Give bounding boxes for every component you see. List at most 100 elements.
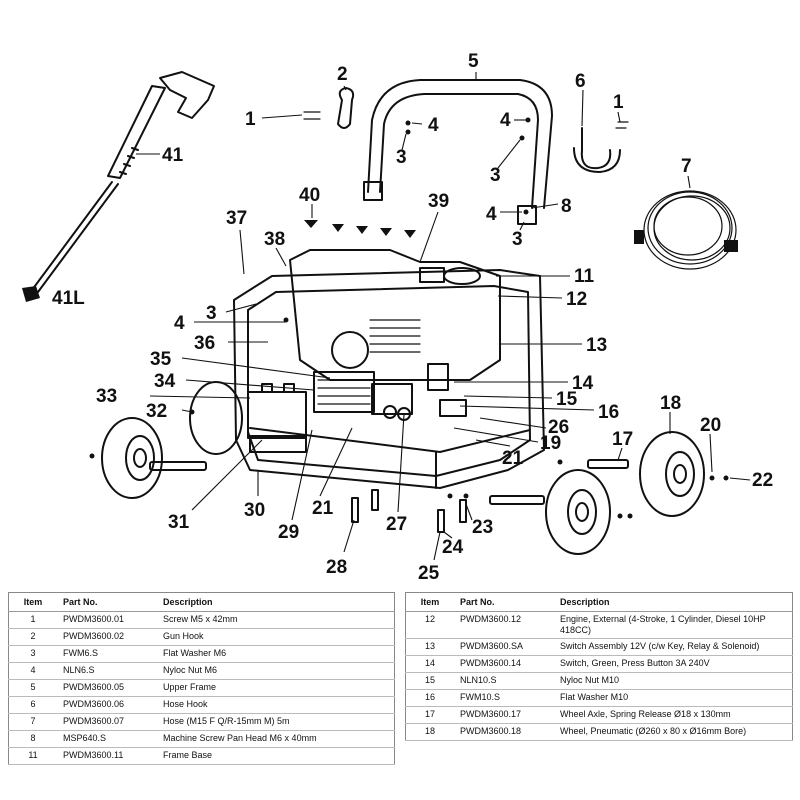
column-header-description: Description bbox=[157, 592, 395, 612]
wheel-front-right bbox=[545, 469, 611, 555]
cell-item: 17 bbox=[405, 706, 454, 724]
callout-34: 34 bbox=[154, 371, 176, 392]
cell-description: Flat Washer M10 bbox=[554, 689, 793, 707]
wheel-axles bbox=[149, 459, 629, 505]
cell-description: Machine Screw Pan Head M6 x 40mm bbox=[157, 730, 395, 748]
callout-1: 1 bbox=[245, 109, 256, 130]
cell-description: Hose Hook bbox=[157, 696, 395, 714]
callout-1b: 1 bbox=[613, 92, 624, 113]
battery bbox=[247, 383, 307, 453]
callout-18: 18 bbox=[660, 393, 681, 414]
cell-part-no: FWM6.S bbox=[57, 645, 157, 663]
callout-4c: 4 bbox=[486, 204, 497, 225]
callout-3: 3 bbox=[396, 147, 407, 168]
cell-description: Nyloc Nut M6 bbox=[157, 662, 395, 680]
cell-item: 5 bbox=[8, 679, 57, 697]
table-header-row: Item Part No. Description bbox=[405, 592, 793, 612]
callout-27: 27 bbox=[386, 514, 407, 535]
upper-frame bbox=[363, 79, 553, 225]
column-header-item: Item bbox=[8, 592, 57, 612]
callout-35: 35 bbox=[150, 349, 172, 370]
cell-part-no: PWDM3600.01 bbox=[57, 611, 157, 629]
column-header-part-no: Part No. bbox=[57, 592, 157, 612]
cell-item: 6 bbox=[8, 696, 57, 714]
cell-description: Gun Hook bbox=[157, 628, 395, 646]
cell-description: Switch Assembly 12V (c/w Key, Relay & So… bbox=[554, 638, 793, 656]
table-header-row: Item Part No. Description bbox=[8, 592, 395, 612]
callout-20: 20 bbox=[700, 415, 721, 436]
cell-item: 7 bbox=[8, 713, 57, 731]
cell-item: 4 bbox=[8, 662, 57, 680]
cell-part-no: PWDM3600.05 bbox=[57, 679, 157, 697]
callout-41: 41 bbox=[162, 145, 184, 166]
callout-26: 26 bbox=[548, 417, 569, 438]
cell-item: 12 bbox=[405, 611, 454, 639]
cell-item: 14 bbox=[405, 655, 454, 673]
callout-25: 25 bbox=[418, 563, 440, 584]
callout-8: 8 bbox=[561, 196, 572, 217]
callout-14: 14 bbox=[572, 373, 594, 394]
callout-28: 28 bbox=[326, 557, 347, 578]
callout-39: 39 bbox=[428, 191, 449, 212]
callout-36: 36 bbox=[194, 333, 215, 354]
wheel-rear-left bbox=[189, 381, 243, 455]
callout-2: 2 bbox=[337, 64, 348, 85]
cell-item: 13 bbox=[405, 638, 454, 656]
cell-part-no: NLN10.S bbox=[454, 672, 554, 690]
cell-part-no: PWDM3600.17 bbox=[454, 706, 554, 724]
callout-11: 11 bbox=[574, 266, 595, 287]
pump-assembly bbox=[313, 363, 467, 421]
cell-part-no: MSP640.S bbox=[57, 730, 157, 748]
cell-item: 3 bbox=[8, 645, 57, 663]
callout-37: 37 bbox=[226, 208, 247, 229]
cell-item: 1 bbox=[8, 611, 57, 629]
callout-23: 23 bbox=[472, 517, 493, 538]
cell-part-no: NLN6.S bbox=[57, 662, 157, 680]
callout-15: 15 bbox=[556, 389, 578, 410]
callout-21: 21 bbox=[502, 448, 524, 469]
wheel-rear-right bbox=[639, 431, 705, 517]
bottom-bolts bbox=[351, 489, 467, 533]
frame-base bbox=[233, 269, 545, 489]
cell-part-no: PWDM3600.11 bbox=[57, 747, 157, 765]
wheel-front-left bbox=[101, 417, 163, 499]
column-header-item: Item bbox=[405, 592, 454, 612]
cell-part-no: PWDM3600.14 bbox=[454, 655, 554, 673]
cell-description: Frame Base bbox=[157, 747, 395, 765]
callout-4b: 4 bbox=[500, 110, 511, 131]
gun-hook bbox=[303, 87, 355, 129]
callout-22: 22 bbox=[752, 470, 773, 491]
fasteners bbox=[89, 117, 729, 519]
cell-description: Wheel, Pneumatic (Ø260 x 80 x Ø16mm Bore… bbox=[554, 723, 793, 741]
cell-part-no: PWDM3600.02 bbox=[57, 628, 157, 646]
callout-40: 40 bbox=[299, 185, 320, 206]
callout-4d: 4 bbox=[174, 313, 185, 334]
callout-38: 38 bbox=[264, 229, 285, 250]
callout-41L: 41L bbox=[52, 288, 85, 309]
cell-item: 2 bbox=[8, 628, 57, 646]
callout-29: 29 bbox=[278, 522, 299, 543]
callout-12: 12 bbox=[566, 289, 587, 310]
callout-4: 4 bbox=[428, 115, 439, 136]
callout-32: 32 bbox=[146, 401, 167, 422]
hose-hook bbox=[573, 121, 629, 173]
cell-item: 18 bbox=[405, 723, 454, 741]
cell-description: Nyloc Nut M10 bbox=[554, 672, 793, 690]
cell-description: Wheel Axle, Spring Release Ø18 x 130mm bbox=[554, 706, 793, 724]
callout-31: 31 bbox=[168, 512, 190, 533]
cell-description: Hose (M15 F Q/R-15mm M) 5m bbox=[157, 713, 395, 731]
